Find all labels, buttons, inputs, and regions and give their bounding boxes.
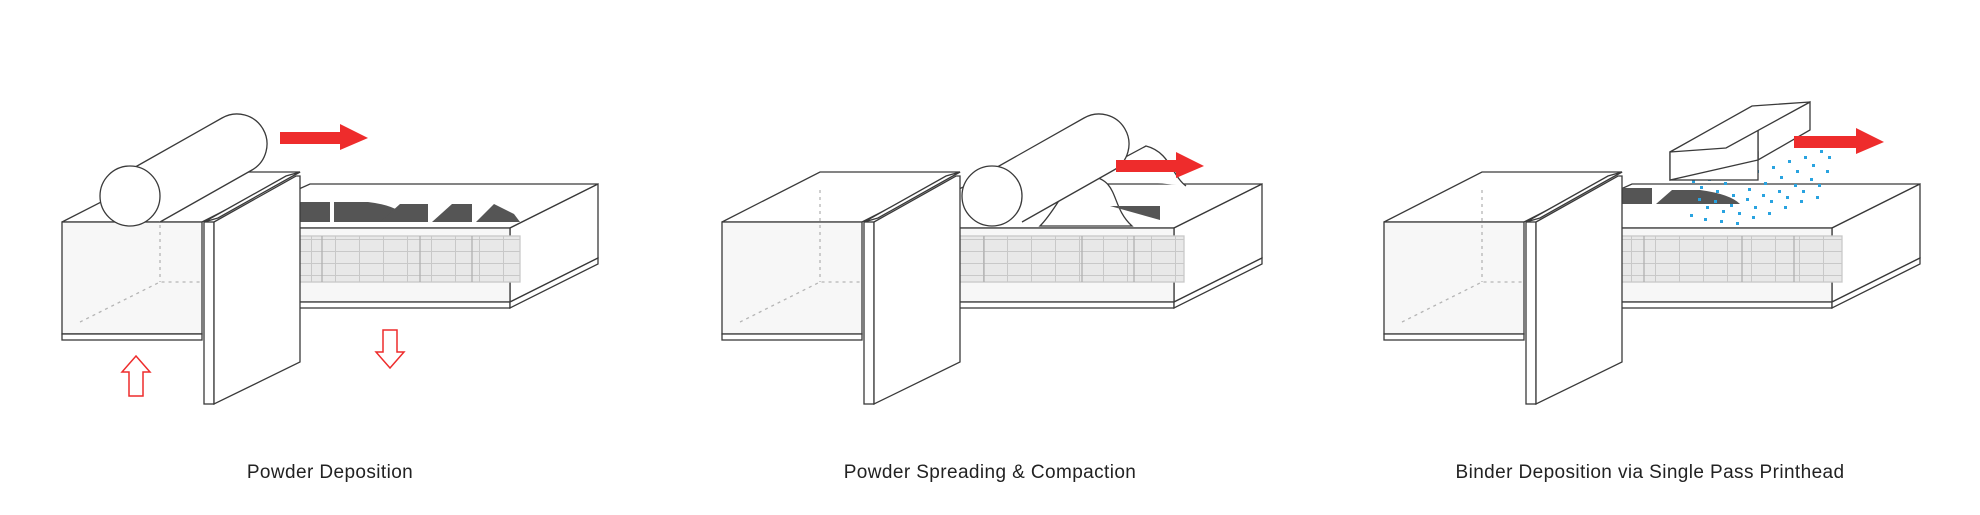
- panel-binder-deposition: [1383, 100, 1921, 406]
- divider-wall: [203, 171, 301, 406]
- caption-powder-deposition: Powder Deposition: [246, 462, 414, 483]
- caption-binder-deposition: Binder Deposition via Single Pass Printh…: [1455, 462, 1845, 483]
- piston-down-arrow-icon: [374, 329, 406, 370]
- powder-wave: [1038, 145, 1187, 227]
- motion-arrow-icon: [1794, 128, 1884, 154]
- motion-arrow-icon: [280, 124, 368, 150]
- caption-powder-spreading: Powder Spreading & Compaction: [843, 462, 1137, 483]
- divider-wall: [1525, 171, 1623, 406]
- panel-powder-spreading: [721, 113, 1263, 406]
- divider-wall: [863, 171, 961, 406]
- supply-bed: [721, 171, 961, 341]
- build-bed: [871, 182, 1263, 310]
- motion-arrow-icon: [1116, 152, 1204, 178]
- printhead-icon: [1669, 100, 1811, 181]
- piston-up-arrow-icon: [120, 354, 152, 397]
- supply-bed: [1383, 171, 1623, 341]
- panel-powder-deposition: [61, 113, 599, 406]
- roller-icon: [99, 113, 268, 227]
